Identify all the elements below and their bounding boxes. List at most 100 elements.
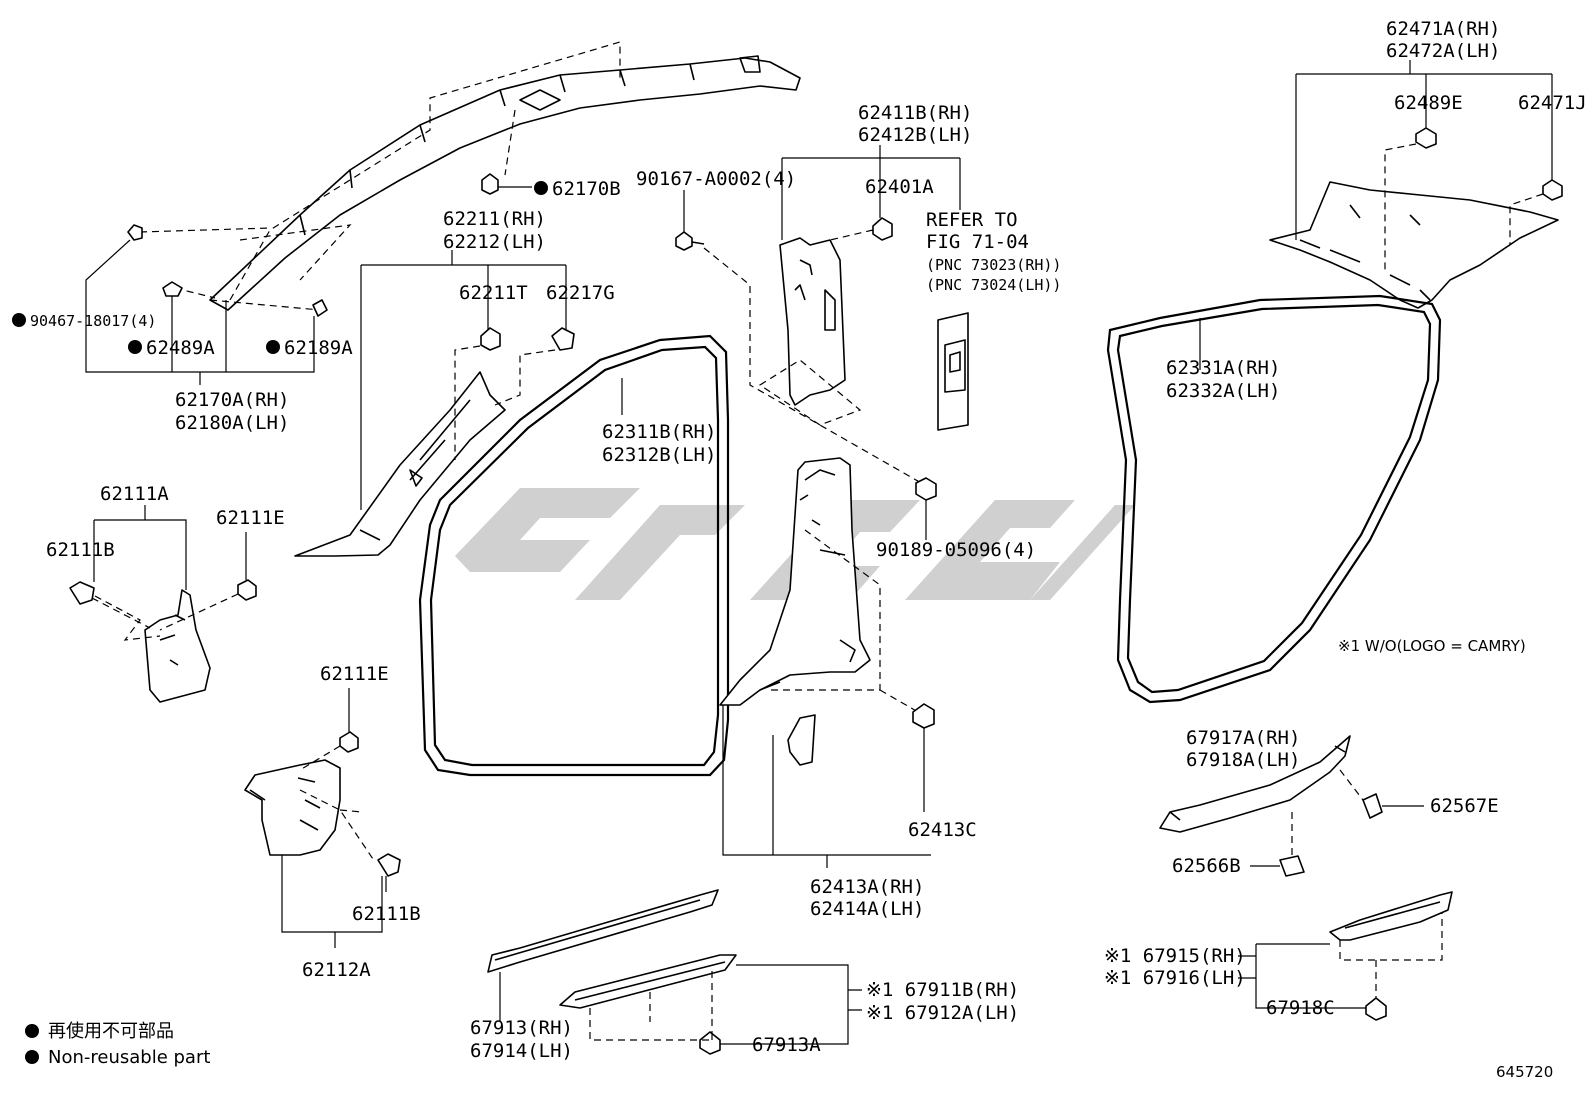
label-67916: ※1 67916(LH) bbox=[1104, 967, 1246, 989]
label-67917A: 67917A(RH) bbox=[1186, 727, 1300, 749]
center-pillar-lower-62413A bbox=[719, 457, 871, 766]
clip-62471J bbox=[1542, 179, 1563, 201]
label-refer-2: FIG 71-04 bbox=[926, 231, 1029, 253]
leader-62471A bbox=[1295, 60, 1553, 240]
front-door-weatherstrip-62311B bbox=[418, 334, 730, 777]
label-refer-1: REFER TO bbox=[926, 209, 1018, 231]
dash-67917A bbox=[1291, 769, 1364, 856]
legend-japanese: 再使用不可部品 bbox=[48, 1021, 174, 1042]
dash-62211 bbox=[454, 345, 556, 460]
label-62413C: 62413C bbox=[908, 819, 977, 841]
label-62401A: 62401A bbox=[865, 176, 934, 198]
label-62413A: 62413A(RH) bbox=[810, 876, 924, 898]
label-67915: ※1 67915(RH) bbox=[1104, 945, 1246, 967]
nonreusable-dot-90467 bbox=[12, 313, 26, 327]
leader-62411B bbox=[781, 145, 961, 240]
seatbelt-anchor-refer bbox=[937, 312, 969, 431]
label-62472A: 62472A(LH) bbox=[1386, 40, 1500, 62]
bolt-62170B bbox=[481, 173, 532, 195]
clip-67918C bbox=[1365, 997, 1387, 1021]
label-67918C: 67918C bbox=[1266, 997, 1335, 1019]
scuff-plate-67911B bbox=[559, 954, 737, 1009]
label-62111A: 62111A bbox=[100, 483, 169, 505]
label-62331A: 62331A(RH) bbox=[1166, 357, 1280, 379]
leader-62111A bbox=[93, 505, 247, 590]
clip-62111E-bot bbox=[339, 731, 359, 753]
legend-dot-2 bbox=[25, 1050, 39, 1064]
clip-62111E-top bbox=[237, 579, 257, 601]
label-62414A: 62414A(LH) bbox=[810, 898, 924, 920]
label-62111B-top: 62111B bbox=[46, 539, 115, 561]
label-62211T: 62211T bbox=[459, 282, 528, 304]
legend: 再使用不可部品 Non-reusable part bbox=[25, 1021, 210, 1068]
label-62471A: 62471A(RH) bbox=[1386, 18, 1500, 40]
nonreusable-dot-62189A bbox=[266, 340, 280, 354]
label-62170A: 62170A(RH) bbox=[175, 389, 289, 411]
clip-62111B-top bbox=[69, 581, 95, 605]
label-67918A: 67918A(LH) bbox=[1186, 749, 1300, 771]
scuff-plate-67913 bbox=[487, 889, 719, 973]
scuff-plate-67915 bbox=[1329, 891, 1453, 941]
label-refer-3: (PNC 73023(RH)) bbox=[926, 256, 1061, 274]
clip-62566B bbox=[1279, 855, 1305, 877]
clip-62189A bbox=[312, 299, 328, 317]
front-pillar-garnish-62211 bbox=[294, 371, 506, 557]
bolt-90167 bbox=[675, 231, 705, 251]
dash-62413A bbox=[770, 529, 919, 713]
clip-90467 bbox=[127, 224, 143, 241]
quarter-trim-62471A bbox=[1269, 181, 1559, 309]
dash-62411B bbox=[758, 359, 862, 426]
leader-62413A bbox=[722, 705, 931, 868]
clip-62217G bbox=[551, 327, 575, 351]
label-62111E-bot: 62111E bbox=[320, 663, 389, 685]
label-62111B-bot: 62111B bbox=[352, 903, 421, 925]
clip-62413C bbox=[912, 703, 935, 729]
note-camry: ※1 W/O(LOGO = CAMRY) bbox=[1338, 637, 1526, 655]
clip-62401A bbox=[872, 217, 893, 241]
label-62112A: 62112A bbox=[302, 959, 371, 981]
label-62217G: 62217G bbox=[546, 282, 615, 304]
label-67913: 67913(RH) bbox=[470, 1017, 573, 1039]
dash-90167 bbox=[703, 247, 931, 489]
clip-90189 bbox=[915, 477, 937, 501]
label-62189A: 62189A bbox=[284, 337, 353, 359]
label-62111E-top: 62111E bbox=[216, 507, 285, 529]
dash-62401A bbox=[829, 229, 874, 241]
diagram-number: 645720 bbox=[1496, 1063, 1553, 1081]
label-62170B: 62170B bbox=[552, 178, 621, 200]
label-62412B: 62412B(LH) bbox=[858, 124, 972, 146]
label-62211: 62211(RH) bbox=[443, 208, 546, 230]
clip-62211T bbox=[480, 327, 501, 351]
dash-62112A bbox=[299, 745, 376, 863]
clip-62489E bbox=[1415, 127, 1437, 149]
label-62567E: 62567E bbox=[1430, 795, 1499, 817]
dash-62111A bbox=[91, 593, 239, 641]
cowl-trim-62111A bbox=[144, 589, 211, 703]
label-62212: 62212(LH) bbox=[443, 231, 546, 253]
leader-67917A bbox=[1250, 805, 1424, 867]
leader-62211 bbox=[360, 250, 567, 510]
label-90167: 90167-A0002(4) bbox=[636, 168, 796, 190]
label-62312B: 62312B(LH) bbox=[602, 444, 716, 466]
legend-english: Non-reusable part bbox=[48, 1047, 210, 1068]
scuff-plate-67917A bbox=[1159, 735, 1351, 833]
label-62411B: 62411B(RH) bbox=[858, 102, 972, 124]
leader-67915 bbox=[1238, 943, 1366, 1009]
legend-dot-1 bbox=[25, 1024, 39, 1038]
labels: 62471A(RH) 62472A(LH) 62489E 62471J 6241… bbox=[30, 18, 1587, 1062]
label-62332A: 62332A(LH) bbox=[1166, 380, 1280, 402]
leader-62170A bbox=[85, 239, 315, 385]
label-90189: 90189-05096(4) bbox=[876, 539, 1036, 561]
label-67911B: ※1 67911B(RH) bbox=[866, 979, 1019, 1001]
label-90467: 90467-18017(4) bbox=[30, 312, 156, 330]
leader-67913 bbox=[499, 964, 862, 1045]
dash-67913 bbox=[589, 968, 713, 1041]
label-62311B: 62311B(RH) bbox=[602, 421, 716, 443]
center-pillar-upper-62411B bbox=[779, 237, 846, 406]
label-refer-4: (PNC 73024(LH)) bbox=[926, 276, 1061, 294]
clip-62567E bbox=[1362, 793, 1383, 819]
clip-62489A bbox=[162, 281, 183, 297]
label-62489E: 62489E bbox=[1394, 92, 1463, 114]
